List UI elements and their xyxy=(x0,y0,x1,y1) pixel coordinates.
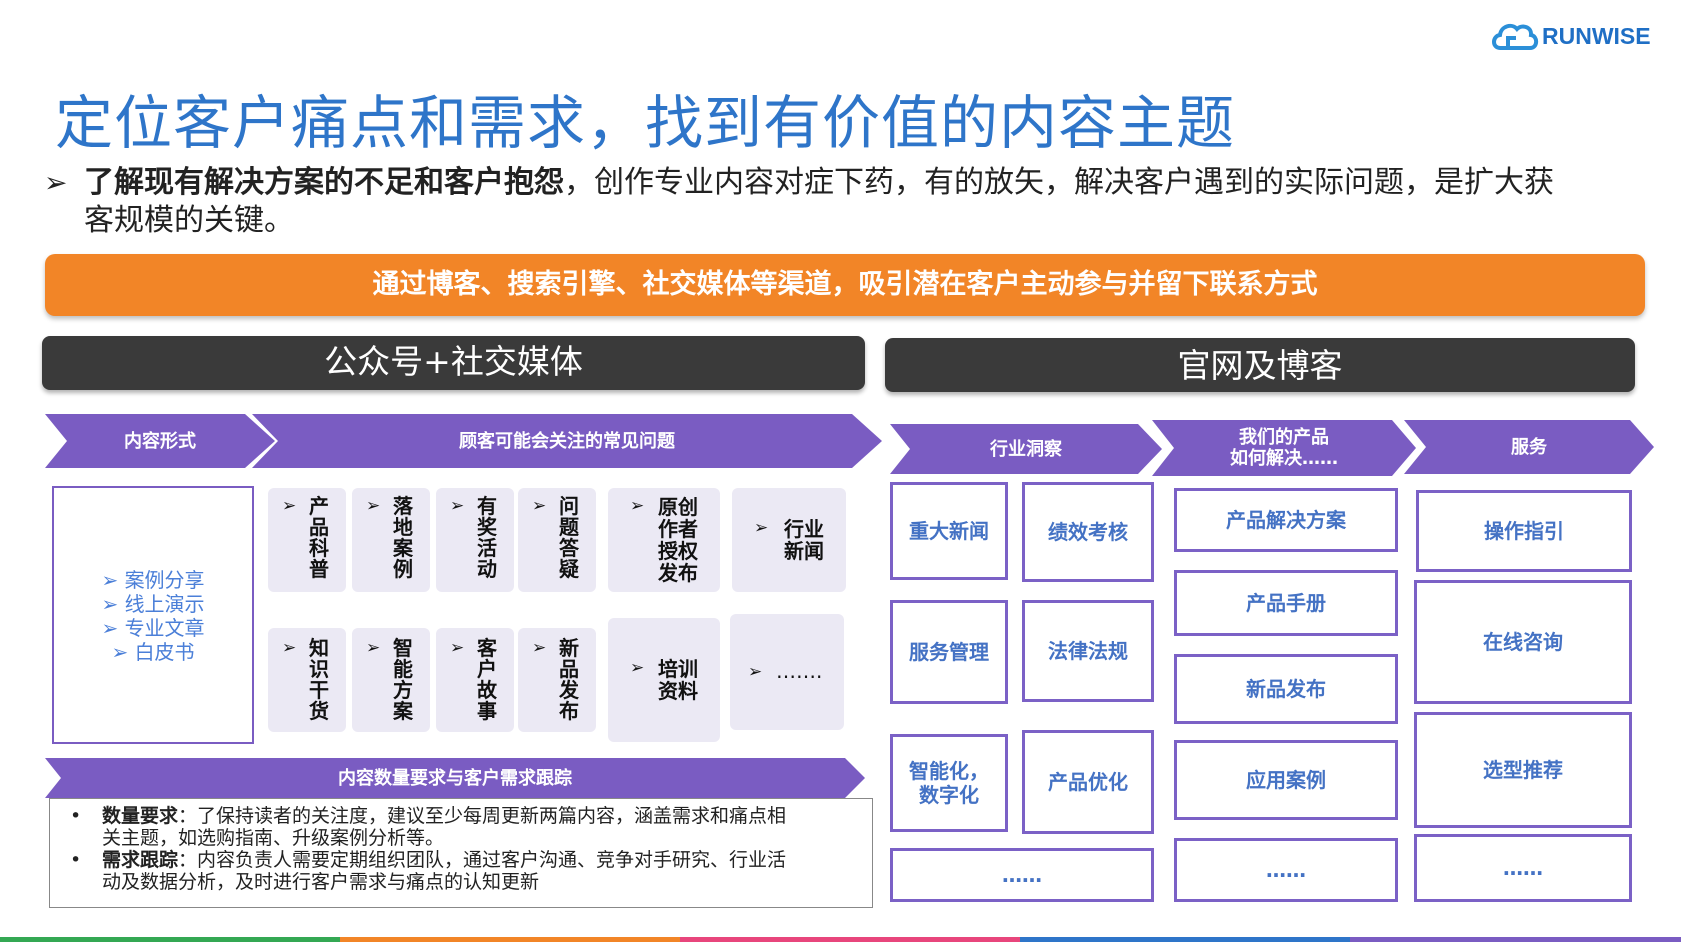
topic-tile: ➢ 知识干货 xyxy=(268,628,346,732)
requirements-notes: • 数量要求：了保持读者的关注度，建议至少每周更新两篇内容，涵盖需求和痛点相 关… xyxy=(49,798,873,908)
industry-box: 绩效考核 xyxy=(1022,482,1154,582)
cloud-logo-icon xyxy=(1492,23,1539,50)
list-item: ➢ 线上演示 xyxy=(101,592,205,616)
service-box: 操作指引 xyxy=(1416,490,1632,572)
intro-text: 了解现有解决方案的不足和客户抱怨，创作专业内容对症下药，有的放矢，解决客户遇到的… xyxy=(84,164,1644,202)
chevron-label: 我们的产品如何解决…… xyxy=(1230,427,1338,469)
chevron-tracking: 内容数量要求与客户需求跟踪 xyxy=(45,758,865,798)
topic-tile: ➢ 原创作者授权发布 xyxy=(608,488,720,592)
chevron-content-form: 内容形式 xyxy=(45,414,275,468)
product-box: 产品解决方案 xyxy=(1174,488,1398,552)
note-item: • 需求跟踪：内容负责人需要定期组织团队，通过客户沟通、竞争对手研究、行业活 动… xyxy=(70,849,787,893)
chevron-services: 服务 xyxy=(1404,420,1654,474)
bottom-stripe xyxy=(1020,937,1350,942)
product-box-more: …… xyxy=(1174,838,1398,902)
topic-tile: ➢ 问题答疑 xyxy=(518,488,596,592)
topic-tile: ➢ 落地案例 xyxy=(352,488,430,592)
chevron-label: 服务 xyxy=(1511,436,1547,458)
left-section-header: 公众号+社交媒体 xyxy=(42,336,865,390)
logo-text: RUNWISE xyxy=(1542,23,1651,49)
service-box: 选型推荐 xyxy=(1414,712,1632,828)
industry-box: 重大新闻 xyxy=(890,482,1008,580)
topic-tile: ➢ 智能方案 xyxy=(352,628,430,732)
industry-box: 智能化，数字化 xyxy=(890,734,1008,832)
topic-tile: ➢ ……. xyxy=(730,614,844,730)
intro-bullet: ➢ 了解现有解决方案的不足和客户抱怨，创作专业内容对症下药，有的放矢，解决客户遇… xyxy=(44,164,1644,240)
chevron-industry-insight: 行业洞察 xyxy=(890,424,1162,474)
list-item: ➢ 白皮书 xyxy=(111,640,195,664)
industry-box: 法律法规 xyxy=(1022,600,1154,702)
intro-bold: 了解现有解决方案的不足和客户抱怨 xyxy=(84,165,564,200)
topic-tile: ➢ 客户故事 xyxy=(436,628,514,732)
service-box-more: …… xyxy=(1414,834,1632,902)
product-box: 产品手册 xyxy=(1174,570,1398,636)
topic-tile: ➢ 新品发布 xyxy=(518,628,596,732)
runwise-logo: RUNWISE xyxy=(1490,18,1651,56)
chevron-our-products: 我们的产品如何解决…… xyxy=(1152,420,1416,476)
chevron-label: 内容形式 xyxy=(124,430,196,452)
intro-rest-1: ，创作专业内容对症下药，有的放矢，解决客户遇到的实际问题，是扩大获 xyxy=(564,165,1554,200)
channel-banner: 通过博客、搜索引擎、社交媒体等渠道，吸引潜在客户主动参与并留下联系方式 xyxy=(45,254,1645,316)
chevron-common-questions: 顾客可能会关注的常见问题 xyxy=(252,414,882,468)
bottom-stripe xyxy=(0,937,340,942)
bottom-stripe xyxy=(340,937,680,942)
bottom-stripe xyxy=(680,937,1020,942)
chevron-label: 行业洞察 xyxy=(990,438,1062,460)
bottom-stripe xyxy=(1350,937,1681,942)
industry-box: 产品优化 xyxy=(1022,730,1154,834)
note-item: • 数量要求：了保持读者的关注度，建议至少每周更新两篇内容，涵盖需求和痛点相 关… xyxy=(70,805,787,849)
content-form-box: ➢ 案例分享 ➢ 线上演示 ➢ 专业文章 ➢ 白皮书 xyxy=(52,486,254,744)
right-section-header: 官网及博客 xyxy=(885,338,1635,392)
topic-tile: ➢ 行业新闻 xyxy=(732,488,846,592)
chevron-label: 顾客可能会关注的常见问题 xyxy=(459,430,675,452)
industry-box: 服务管理 xyxy=(890,600,1008,704)
industry-box-more: …… xyxy=(890,848,1154,902)
list-item: ➢ 专业文章 xyxy=(101,616,205,640)
arrow-bullet-icon: ➢ xyxy=(44,166,68,199)
service-box: 在线咨询 xyxy=(1414,580,1632,704)
topic-tile: ➢ 培训资料 xyxy=(608,618,720,742)
product-box: 新品发布 xyxy=(1174,654,1398,724)
intro-rest-2: 客规模的关键。 xyxy=(84,203,294,238)
chevron-label: 内容数量要求与客户需求跟踪 xyxy=(338,767,572,789)
product-box: 应用案例 xyxy=(1174,740,1398,820)
list-item: ➢ 案例分享 xyxy=(101,568,205,592)
content-form-list: ➢ 案例分享 ➢ 线上演示 ➢ 专业文章 ➢ 白皮书 xyxy=(54,568,252,664)
topic-tile: ➢ 有奖活动 xyxy=(436,488,514,592)
bullet-dot-icon: • xyxy=(70,805,82,827)
topic-tile: ➢ 产品科普 xyxy=(268,488,346,592)
bullet-dot-icon: • xyxy=(70,849,82,871)
page-title: 定位客户痛点和需求，找到有价值的内容主题 xyxy=(55,89,1236,157)
